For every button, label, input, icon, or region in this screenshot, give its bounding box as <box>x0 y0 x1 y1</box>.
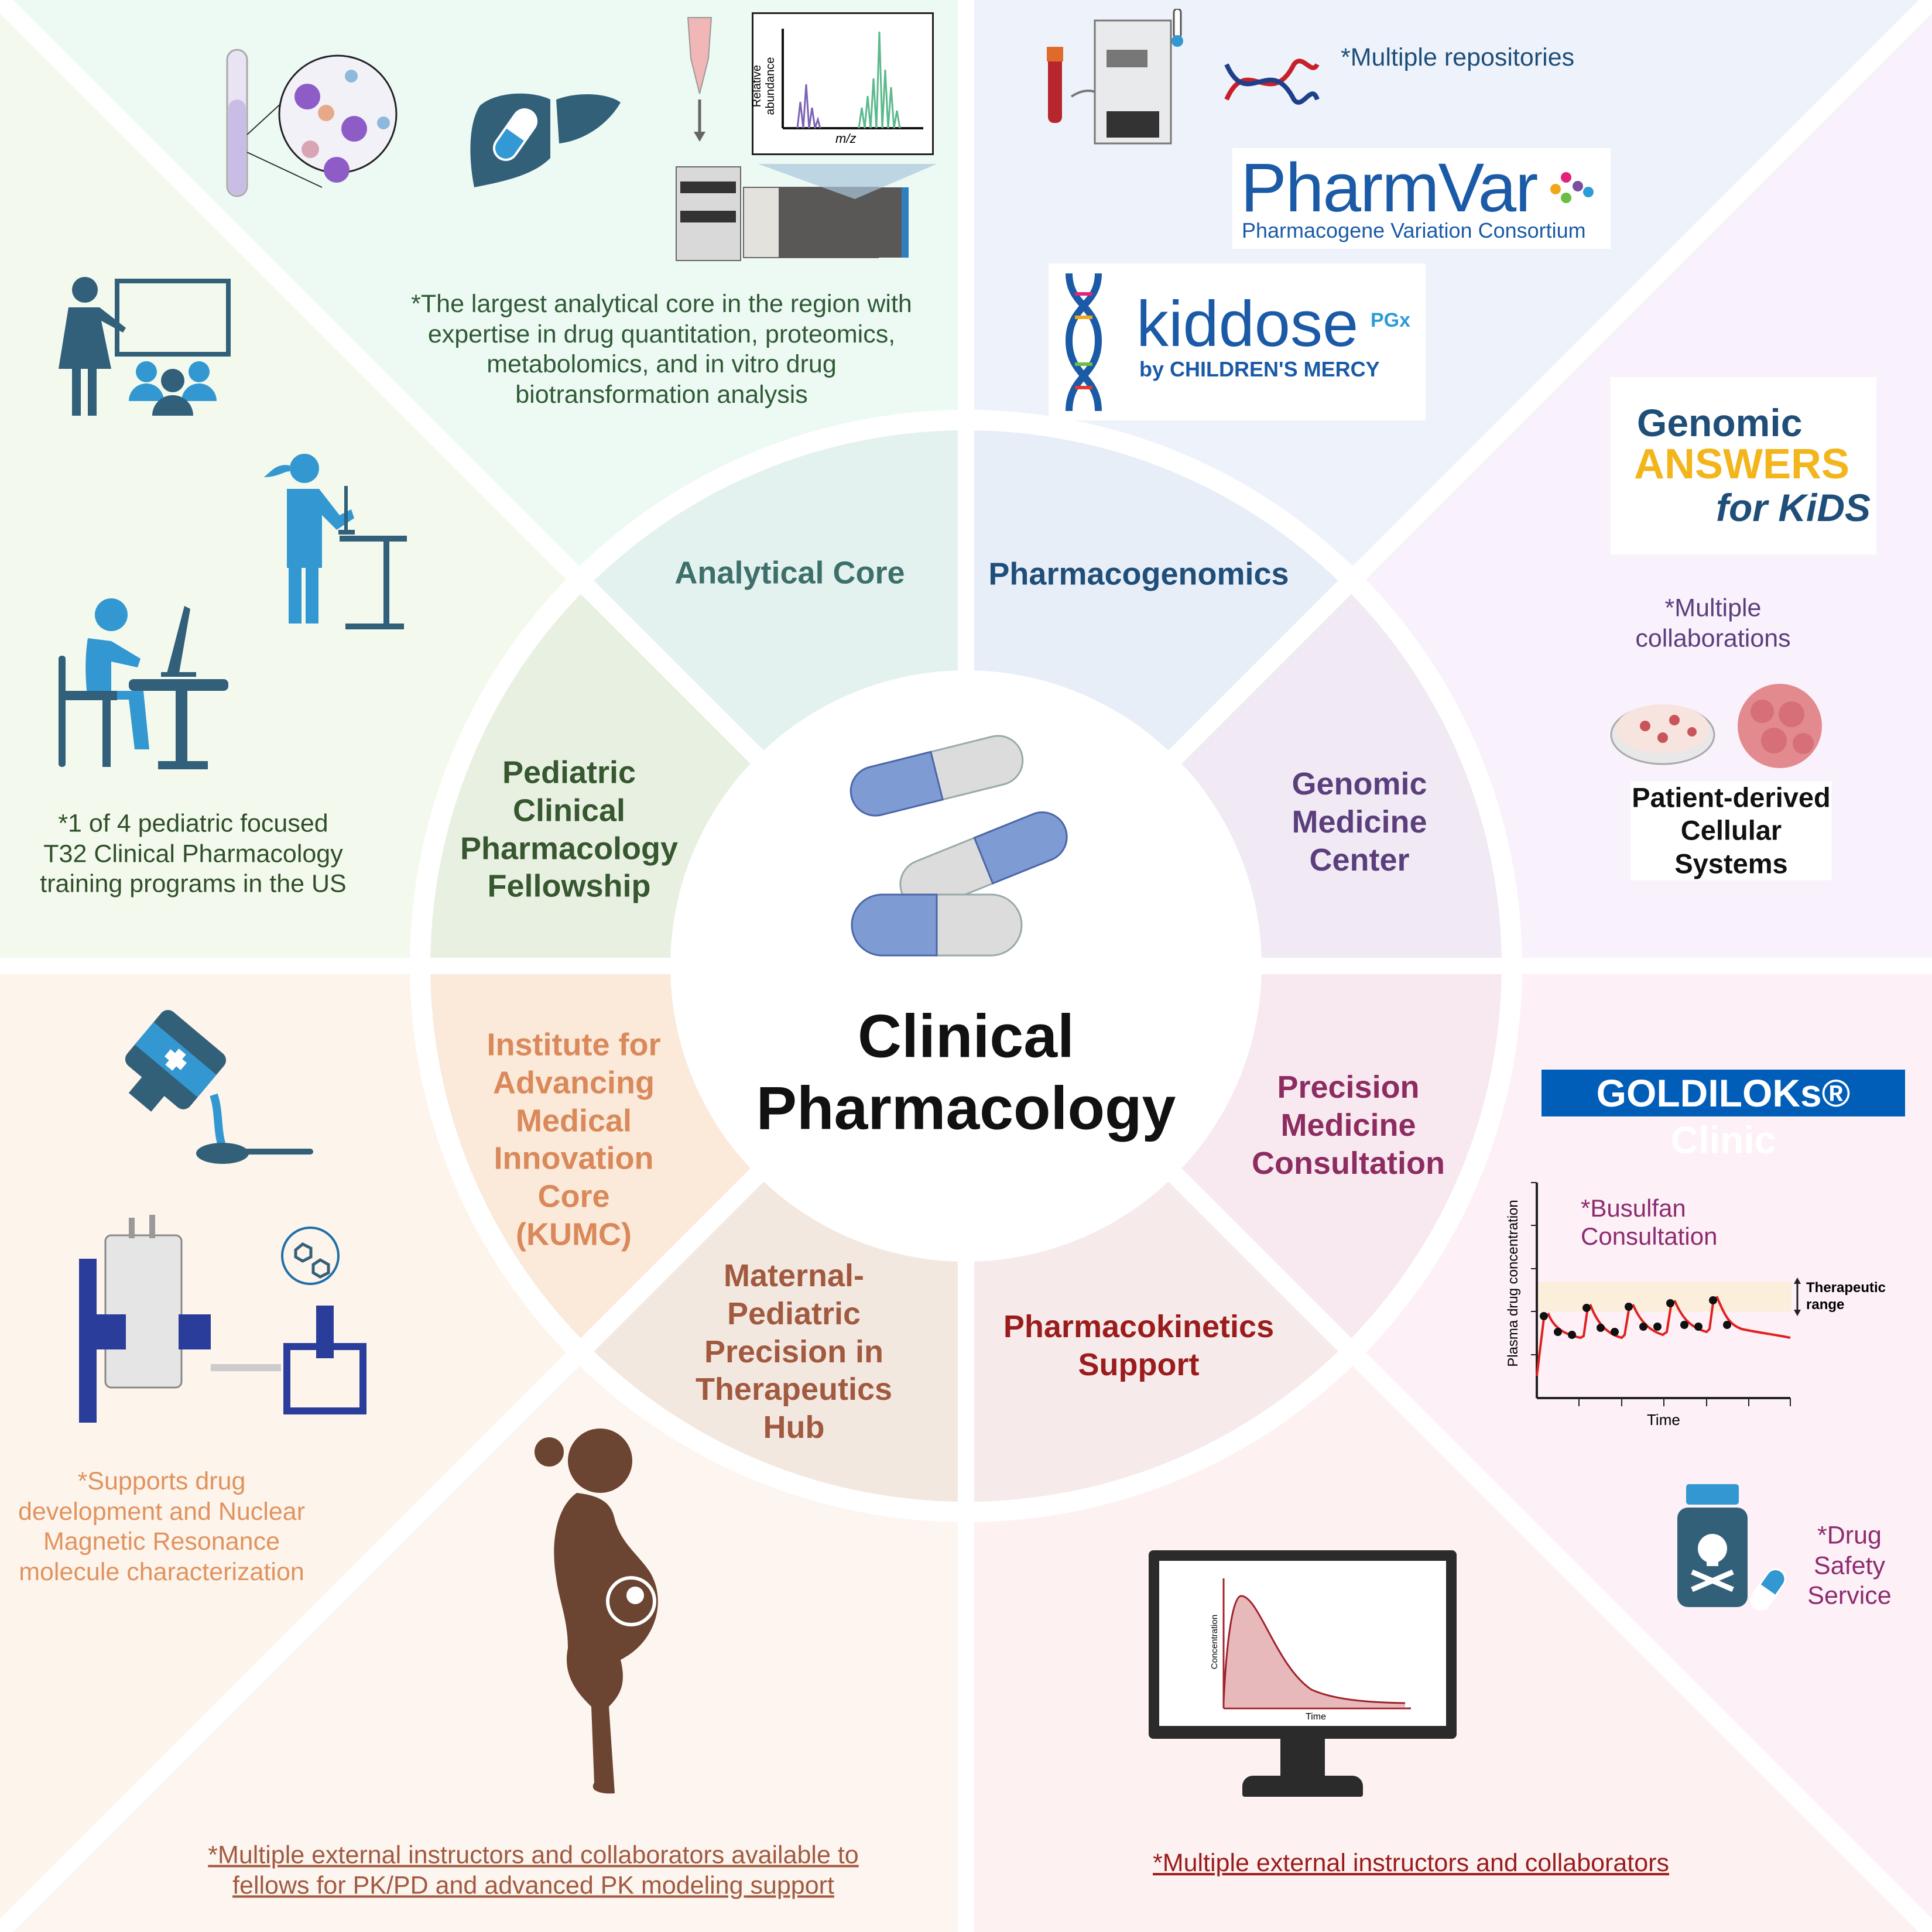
busulfan-chart-ylabel: Plasma drug concentration <box>1505 1200 1521 1367</box>
pk-monitor: Concentration Time <box>1149 1550 1457 1797</box>
medicine-bottle-spoon-icon <box>125 1010 313 1164</box>
busulfan-chart: *Busulfan Consultation Plasma drug conce… <box>1496 1165 1886 1440</box>
mass-spec-ylabel: Relative abundance <box>751 57 777 115</box>
busulfan-chart-xlabel: Time <box>1647 1411 1680 1429</box>
liver-pill-icon <box>470 93 621 187</box>
kiddose-subtitle: by CHILDREN'S MERCY <box>1139 357 1380 381</box>
busulfan-consultation-label: *Busulfan Consultation <box>1581 1194 1718 1250</box>
external-pk-note[interactable]: *Multiple external instructors and colla… <box>1153 1849 1669 1878</box>
genomic-answers-line3: for KiDS <box>1716 486 1871 529</box>
kiddose-logo: kiddose PGx by CHILDREN'S MERCY <box>1049 263 1426 420</box>
genomic-answers-line2: ANSWERS <box>1634 441 1850 488</box>
nmr-note: *Supports drug development and Nuclear M… <box>18 1467 306 1586</box>
sector-institute-kumc: Institute for Advancing Medical Innovati… <box>487 1027 661 1252</box>
capsules-icon <box>849 735 1068 957</box>
petri-dish-organoid-icon <box>1610 684 1822 768</box>
t32-note: *1 of 4 pediatric focused T32 Clinical P… <box>40 809 347 898</box>
pharmvar-dots-icon <box>1550 172 1594 203</box>
pharmvar-title: PharmVar <box>1241 149 1538 227</box>
pregnant-woman-icon <box>535 1429 658 1794</box>
center-title: Clinical Pharmacology <box>756 1002 1176 1142</box>
mass-spectrometer-icon <box>676 17 937 261</box>
poison-bottle-pill-icon <box>1677 1484 1786 1611</box>
dna-icon <box>1224 59 1320 105</box>
person-at-computer-icon <box>59 598 228 769</box>
lab-scientist-icon <box>263 454 407 629</box>
pharmvar-subtitle: Pharmacogene Variation Consortium <box>1242 218 1586 242</box>
sector-pharmacogenomics: Pharmacogenomics <box>988 556 1289 592</box>
monitor-stand <box>1280 1739 1325 1780</box>
genomic-answers-for-kids-logo: Genomic ANSWERS for KiDS <box>1611 377 1876 554</box>
sector-pharmacokinetics-support: Pharmacokinetics Support <box>1003 1309 1275 1382</box>
pharmvar-logo: PharmVar Pharmacogene Variation Consorti… <box>1232 148 1611 249</box>
test-tube-enzymes-icon <box>226 49 398 197</box>
sector-maternal-pediatric-hub: Maternal- Pediatric Precision in Therape… <box>695 1258 893 1445</box>
kiddose-title: kiddose <box>1136 288 1359 360</box>
sector-genomic-medicine-center: Genomic Medicine Center <box>1292 766 1427 878</box>
drug-safety-note: *Drug Safety Service <box>1807 1521 1892 1610</box>
collaborations-note: *Multiple collaborations <box>1635 594 1791 652</box>
external-fellows-note[interactable]: *Multiple external instructors and colla… <box>208 1841 859 1899</box>
therapeutic-range-label: Therapeutic range <box>1806 1280 1886 1313</box>
mass-spec-chart: Relative abundance m/z <box>751 12 934 155</box>
repositories-note: *Multiple repositories <box>1341 43 1575 72</box>
kiddose-pgx: PGx <box>1371 309 1411 331</box>
pk-chart-ylabel: Concentration <box>1210 1614 1220 1670</box>
pk-chart-xlabel: Time <box>1306 1712 1326 1722</box>
mass-spec-xlabel: m/z <box>835 131 857 146</box>
patient-derived-cellular-systems: Patient-derived Cellular Systems <box>1630 781 1832 881</box>
nmr-spectrometer-icon <box>79 1215 366 1423</box>
kiddose-dna-icon <box>1065 273 1102 412</box>
sector-pediatric-fellowship: Pediatric Clinical Pharmacology Fellowsh… <box>460 755 679 904</box>
sector-precision-medicine-consultation: Precision Medicine Consultation <box>1252 1069 1445 1181</box>
teacher-icon <box>59 277 231 416</box>
genomic-answers-line1: Genomic <box>1637 401 1803 444</box>
goldiloks-clinic-logo: GOLDILOKs® Clinic <box>1542 1070 1905 1162</box>
sector-analytical-core: Analytical Core <box>674 555 905 591</box>
monitor-base <box>1242 1776 1363 1797</box>
blood-sample-freezer-icon <box>1047 9 1183 145</box>
analytical-core-note: *The largest analytical core in the regi… <box>411 289 912 409</box>
